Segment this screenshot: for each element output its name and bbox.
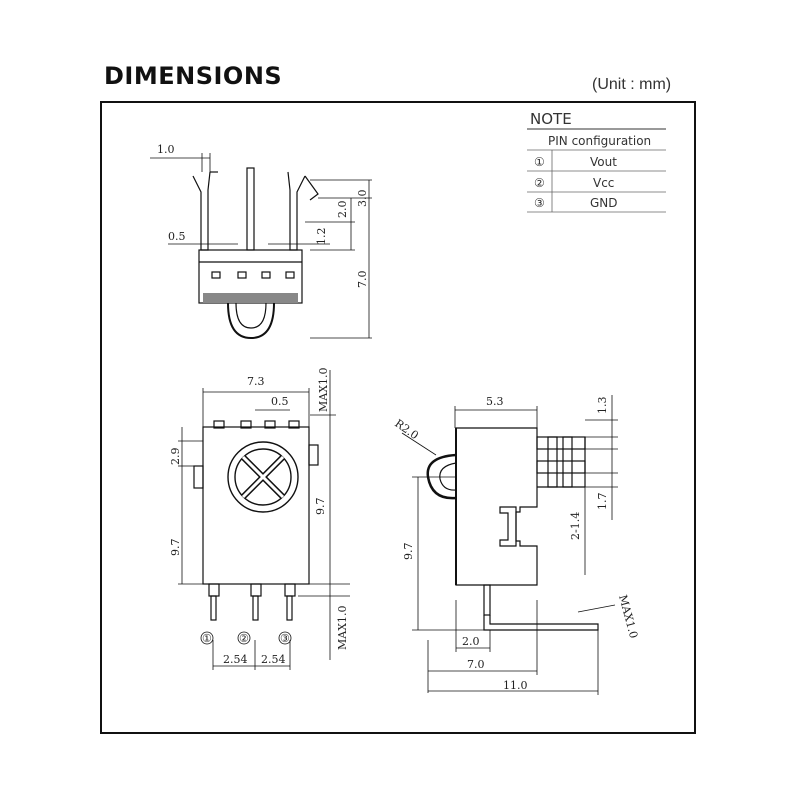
front-dim-left-top: 2.9	[169, 448, 182, 466]
note-table: NOTE PIN configuration ① Vout ② Vcc ③ GN…	[527, 110, 666, 213]
side-dim-body-width: 5.3	[486, 395, 504, 408]
top-view	[150, 153, 372, 340]
front-view	[178, 370, 350, 670]
note-pin2-num: ②	[534, 176, 545, 190]
side-dim-radius: R2.0	[392, 417, 421, 442]
note-heading: NOTE	[530, 110, 572, 128]
front-dim-pitch-2: 2.54	[261, 653, 286, 666]
top-dim-5: 3.0	[356, 190, 369, 208]
side-dim-gap: 1.7	[596, 493, 609, 511]
unit-label: (Unit : mm)	[592, 76, 672, 93]
front-dim-width: 7.3	[247, 375, 265, 388]
drawing-frame	[100, 101, 696, 734]
top-dim-6: 7.0	[356, 271, 369, 289]
front-dim-max-bottom: MAX1.0	[336, 605, 349, 650]
top-dim-2: 0.5	[168, 230, 186, 243]
front-dim-max-top: MAX1.0	[317, 367, 330, 412]
note-pin2-name: Vcc	[593, 176, 614, 190]
front-pin-label-3: ③	[280, 632, 290, 645]
note-pin1-name: Vout	[590, 155, 617, 169]
side-view-body	[455, 427, 538, 586]
side-view	[401, 395, 618, 695]
front-dim-inner: 9.7	[314, 498, 327, 516]
side-dim-pin-top: 1.3	[596, 397, 609, 415]
front-pin-label-1: ①	[202, 632, 212, 645]
side-dim-max-lead: MAX1.0	[616, 593, 640, 639]
note-pin1-num: ①	[534, 155, 545, 169]
side-dim-body-height: 9.7	[402, 543, 415, 561]
page-title: DIMENSIONS	[104, 62, 283, 90]
side-dim-overall-width: 11.0	[503, 679, 528, 692]
side-dim-pitch: 2-1.4	[569, 512, 582, 540]
front-dim-pin-width: 0.5	[271, 395, 289, 408]
top-dim-3: 1.2	[315, 228, 328, 246]
top-dim-4: 2.0	[336, 201, 349, 219]
side-dim-lead-width: 2.0	[462, 635, 480, 648]
front-dim-pitch-1: 2.54	[223, 653, 248, 666]
side-dim-mid-width: 7.0	[467, 658, 485, 671]
front-pin-label-2: ②	[239, 632, 249, 645]
note-subheading: PIN configuration	[548, 134, 651, 148]
note-pin3-name: GND	[590, 196, 618, 210]
front-dim-left-body: 9.7	[169, 539, 182, 557]
note-pin3-num: ③	[534, 196, 545, 210]
top-dim-1: 1.0	[157, 143, 175, 156]
